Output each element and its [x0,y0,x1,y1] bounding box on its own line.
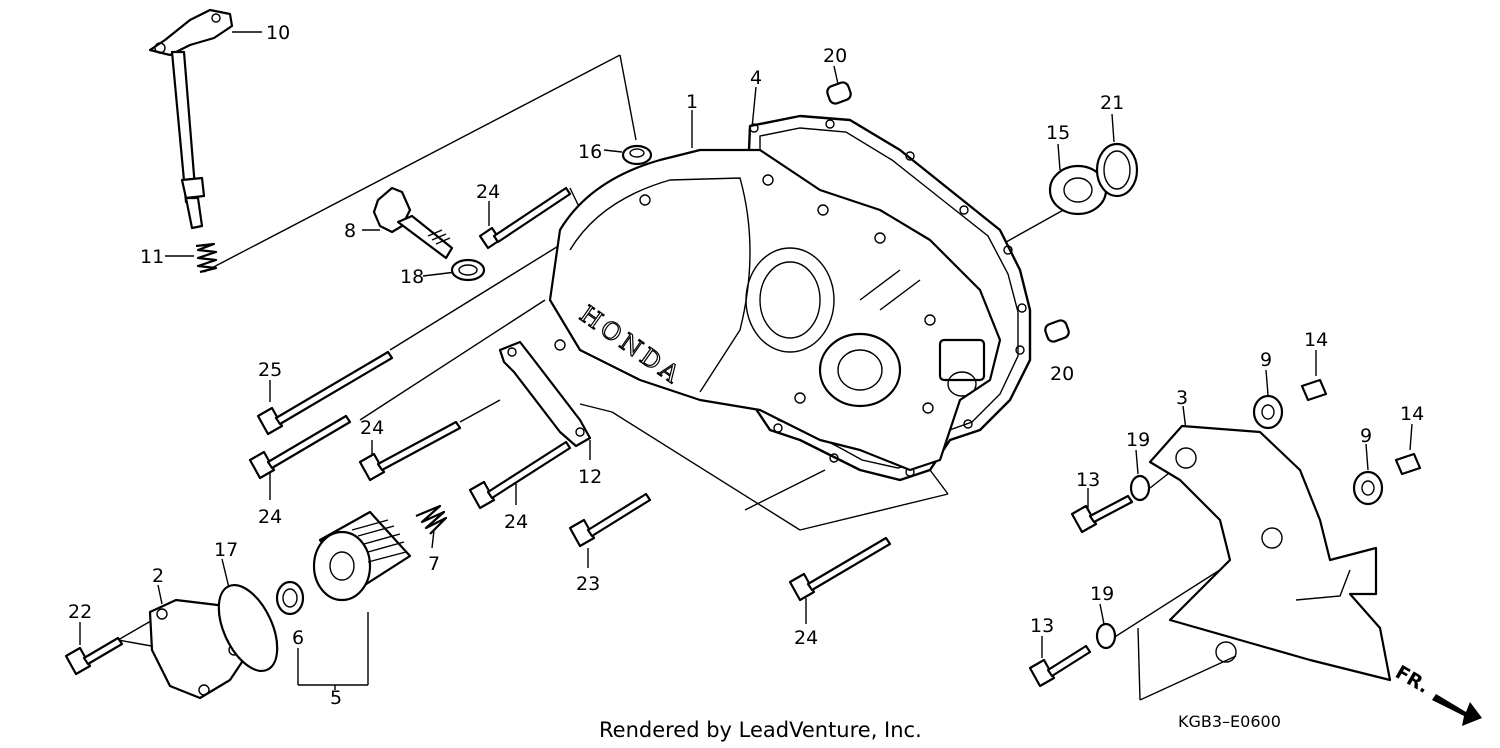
label-13-bottom: 13 [1030,615,1054,637]
label-1: 1 [686,91,698,113]
label-5: 5 [330,687,342,709]
filter-cover-oring-part [217,583,279,673]
label-17: 17 [214,539,238,561]
label-10: 10 [266,22,290,44]
label-9-top: 9 [1260,349,1272,371]
label-24-lowmid: 24 [504,511,528,533]
arrow-down-right-icon [1432,694,1482,726]
label-16: 16 [578,141,602,163]
label-20-top: 20 [823,45,847,67]
label-24-bottom: 24 [794,627,818,649]
label-13-top: 13 [1076,469,1100,491]
label-12: 12 [578,466,602,488]
label-18: 18 [400,266,424,288]
dowel-pin-part [826,81,1070,343]
direction-label: FR. [1392,661,1433,698]
grommet-parts [1252,394,1384,506]
label-19-top: 19 [1126,429,1150,451]
drawing-code: KGB3–E0600 [1178,712,1281,731]
label-21: 21 [1100,92,1124,114]
label-24-mid: 24 [360,417,384,439]
label-14-bottom: 14 [1400,403,1424,425]
label-20-right: 20 [1050,363,1074,385]
label-24-left: 24 [258,506,282,528]
filter-spring-part [275,580,305,616]
label-24-top: 24 [476,181,500,203]
label-2: 2 [152,565,164,587]
credit-text: Rendered by LeadVenture, Inc. [599,718,922,742]
label-7: 7 [428,553,440,575]
label-25: 25 [258,359,282,381]
label-9-bottom: 9 [1360,425,1372,447]
spring-part [195,242,218,274]
label-15: 15 [1046,122,1070,144]
bracket-part [498,340,592,448]
label-19-bottom: 19 [1090,583,1114,605]
label-8: 8 [344,220,356,242]
label-11: 11 [140,246,164,268]
label-22: 22 [68,601,92,623]
label-3: 3 [1176,387,1188,409]
small-spring-part [415,504,448,535]
label-23: 23 [576,573,600,595]
washer-parts [1095,474,1151,650]
oring-part [450,258,486,282]
label-4: 4 [750,67,762,89]
label-14-top: 14 [1304,329,1328,351]
shift-arm-part [148,8,234,230]
dipstick-part [372,186,454,260]
oil-filter-part [312,510,412,602]
circlip-part [1095,142,1139,198]
bolt-parts [64,186,1422,688]
part-number-labels: 1 4 20 10 16 24 8 11 18 15 21 20 25 24 2… [68,22,1424,709]
guard-part [1148,424,1392,682]
oil-seal-part [621,144,653,166]
label-6: 6 [292,627,304,649]
direction-marker: FR. [1392,661,1482,726]
